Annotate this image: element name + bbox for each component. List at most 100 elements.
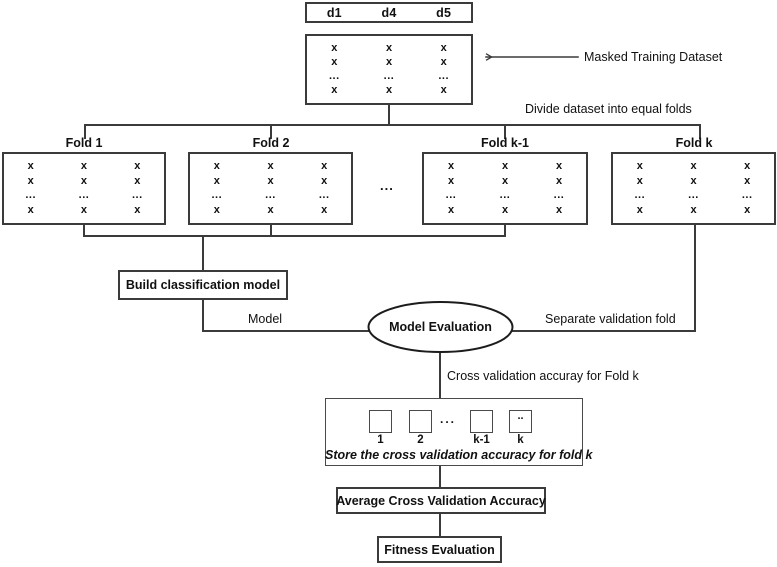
data-cell: x (440, 41, 447, 54)
column-header-cell: d1 (326, 5, 342, 20)
data-cell: x (134, 174, 141, 187)
column-header-cell: d5 (436, 5, 452, 20)
fold-box-k-minus-1: x x x x x x ... ... ... x x x (422, 152, 588, 225)
data-row: x x x (4, 159, 164, 174)
masked-columns-header: d1 d4 d5 (305, 2, 473, 23)
data-cell: x (501, 204, 509, 217)
data-cell: x (447, 174, 455, 187)
model-edge-label: Model (248, 312, 283, 326)
data-cell: x (636, 159, 643, 172)
accuracy-square-1 (369, 410, 392, 433)
accuracy-square-k: .. (509, 410, 532, 433)
data-cell: x (555, 174, 563, 187)
fitness-evaluation-box: Fitness Evaluation (377, 536, 502, 563)
data-cell: ... (318, 189, 330, 202)
data-cell: x (636, 204, 643, 217)
data-cell: ... (25, 189, 36, 202)
data-cell: x (636, 174, 643, 187)
data-row: x x x (307, 84, 471, 98)
data-cell: x (690, 159, 697, 172)
accuracy-square-k-minus-1 (470, 410, 493, 433)
data-cell: x (27, 204, 34, 217)
data-cell: x (80, 159, 88, 172)
folds-gap-ellipsis: ... (380, 178, 394, 193)
data-cell: ... (265, 189, 276, 202)
masked-training-dataset-annotation: Masked Training Dataset (584, 50, 723, 64)
data-cell: x (321, 204, 328, 217)
data-row: x x x (424, 203, 586, 218)
data-cell: x (321, 174, 328, 187)
data-cell: x (447, 159, 455, 172)
data-cell: x (331, 55, 338, 68)
data-cell: ... (445, 189, 457, 202)
data-row: x x x (424, 174, 586, 189)
fold-box-1: x x x x x x ... ... ... x x x (2, 152, 166, 225)
data-cell: x (267, 204, 274, 217)
data-cell: ... (741, 189, 753, 202)
data-cell: ... (383, 70, 395, 83)
fold-box-2: x x x x x x ... ... ... x x x (188, 152, 353, 225)
column-header-cell: d4 (381, 5, 397, 20)
data-cell: x (27, 174, 34, 187)
accuracy-squares-gap-ellipsis: ... (440, 412, 457, 426)
cross-validation-accuracy-label: Cross validation accuray for Fold k (447, 369, 639, 383)
accuracy-square-label-2: 2 (417, 434, 424, 446)
data-cell: ... (131, 189, 143, 202)
data-row: x x x (613, 203, 774, 218)
data-row: ... ... ... (307, 70, 471, 84)
store-accuracy-box (325, 398, 583, 466)
data-cell: x (690, 204, 697, 217)
data-cell: x (385, 41, 393, 54)
data-row: x x x (307, 41, 471, 55)
data-cell: ... (688, 189, 699, 202)
data-row: ... ... ... (190, 189, 351, 204)
masked-training-dataset-box: x x x x x x ... ... ... x x x (305, 34, 473, 105)
data-row: x x x (4, 203, 164, 218)
model-evaluation-label: Model Evaluation (389, 320, 492, 334)
fold-box-k: x x x x x x ... ... ... x x x (611, 152, 776, 225)
divide-dataset-label: Divide dataset into equal folds (525, 102, 692, 116)
data-cell: ... (78, 189, 90, 202)
data-cell: x (80, 204, 88, 217)
data-cell: x (555, 159, 563, 172)
data-row: x x x (613, 174, 774, 189)
data-cell: x (134, 204, 141, 217)
fold-title-k: Fold k (675, 136, 713, 150)
data-cell: x (501, 174, 509, 187)
fold-title-2: Fold 2 (252, 136, 290, 150)
data-row: x x x (190, 159, 351, 174)
data-row: x x x (190, 174, 351, 189)
accuracy-square-label-1: 1 (377, 434, 384, 446)
data-cell: x (27, 159, 34, 172)
data-cell: x (80, 174, 88, 187)
accuracy-square-2 (409, 410, 432, 433)
data-cell: x (213, 174, 220, 187)
build-classification-model-box: Build classification model (118, 270, 288, 300)
data-cell: x (447, 204, 455, 217)
data-cell: ... (553, 189, 565, 202)
data-cell: x (331, 41, 338, 54)
data-cell: x (213, 204, 220, 217)
accuracy-square-label-k-minus-1: k-1 (473, 434, 490, 446)
fold-title-k-minus-1: Fold k-1 (481, 136, 529, 150)
data-row: ... ... ... (613, 189, 774, 204)
data-row: x x x (613, 159, 774, 174)
data-cell: x (440, 84, 447, 97)
data-cell: ... (438, 70, 450, 83)
data-cell: x (267, 174, 274, 187)
data-cell: ... (499, 189, 511, 202)
data-row: x x x (4, 174, 164, 189)
data-row: ... ... ... (4, 189, 164, 204)
data-cell: x (213, 159, 220, 172)
store-accuracy-caption: Store the cross validation accuracy for … (325, 448, 593, 462)
data-cell: x (321, 159, 328, 172)
data-cell: ... (634, 189, 646, 202)
data-cell: x (134, 159, 141, 172)
data-row: x x x (190, 203, 351, 218)
data-cell: x (385, 84, 393, 97)
data-row: x x x (424, 159, 586, 174)
data-cell: x (744, 159, 751, 172)
data-row: x x x (307, 55, 471, 69)
